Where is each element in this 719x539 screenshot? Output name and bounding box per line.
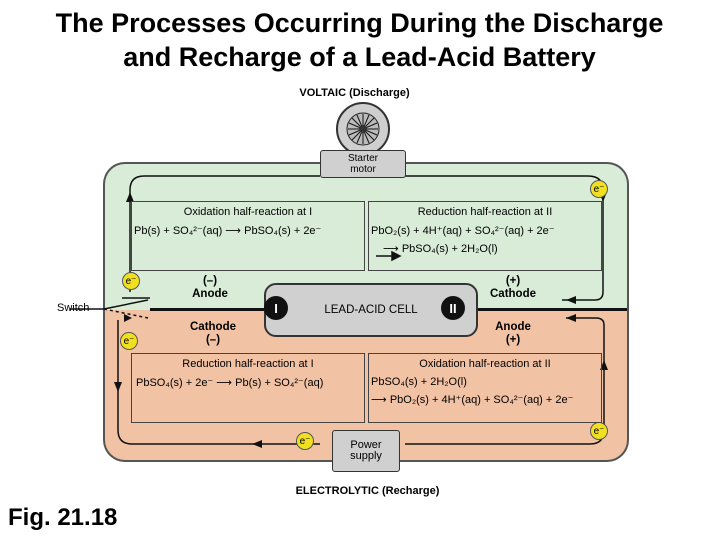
- discharge-oxidation-box: Oxidation half-reaction at I Pb(s) + SO₄…: [131, 201, 365, 271]
- recharge-anode-sign: (+): [505, 334, 521, 346]
- electron-recharge-left: e⁻: [120, 332, 138, 350]
- discharge-reduction-box: Reduction half-reaction at II PbO₂(s) + …: [368, 201, 602, 271]
- recharge-reduction-heading: Reduction half-reaction at I: [182, 358, 314, 370]
- figure-label: Fig. 21.18: [8, 504, 118, 531]
- electron-recharge-right: e⁻: [590, 422, 608, 440]
- recharge-oxidation-box: Oxidation half-reaction at II PbSO₄(s) +…: [368, 353, 602, 423]
- power-supply-line-2: supply: [350, 450, 382, 462]
- recharge-oxidation-equation-1: PbSO₄(s) + 2H₂O(l): [371, 376, 467, 388]
- discharge-cathode-name: Cathode: [490, 288, 536, 300]
- recharge-anode-name: Anode: [495, 321, 531, 333]
- discharge-reduction-equation-2: ⟶ PbSO₄(s) + 2H₂O(l): [383, 243, 498, 255]
- electrode-II: II: [441, 296, 465, 320]
- discharge-cathode-label: (+) Cathode: [478, 275, 548, 301]
- electrolytic-caption: ELECTROLYTIC (Recharge): [295, 485, 440, 497]
- electrode-I: I: [264, 296, 288, 320]
- discharge-oxidation-heading: Oxidation half-reaction at I: [183, 206, 313, 218]
- discharge-anode-name: Anode: [192, 288, 228, 300]
- discharge-anode-label: (–) Anode: [180, 275, 240, 301]
- title-line-2: and Recharge of a Lead-Acid Battery: [123, 42, 596, 72]
- voltaic-caption: VOLTAIC (Discharge): [299, 87, 410, 99]
- recharge-reduction-box: Reduction half-reaction at I PbSO₄(s) + …: [131, 353, 365, 423]
- discharge-reduction-heading: Reduction half-reaction at II: [417, 206, 553, 218]
- power-supply: Power supply: [332, 430, 400, 472]
- recharge-reduction-equation: PbSO₄(s) + 2e⁻ ⟶ Pb(s) + SO₄²⁻(aq): [136, 377, 324, 389]
- recharge-oxidation-heading: Oxidation half-reaction at II: [419, 358, 551, 370]
- power-supply-line-1: Power: [350, 439, 382, 451]
- electron-discharge-right: e⁻: [590, 180, 608, 198]
- recharge-oxidation-equation-2: ⟶ PbO₂(s) + 4H⁺(aq) + SO₄²⁻(aq) + 2e⁻: [371, 394, 574, 406]
- electron-recharge-bottom: e⁻: [296, 432, 314, 450]
- recharge-anode-label: Anode (+): [478, 321, 548, 347]
- discharge-oxidation-equation: Pb(s) + SO₄²⁻(aq) ⟶ PbSO₄(s) + 2e⁻: [134, 225, 322, 237]
- recharge-cathode-label: Cathode (–): [178, 321, 248, 347]
- starter-motor-icon: [336, 102, 390, 156]
- arrow-up-left-discharge: [126, 192, 134, 202]
- discharge-reduction-equation-1: PbO₂(s) + 4H⁺(aq) + SO₄²⁻(aq) + 2e⁻: [371, 225, 555, 237]
- electron-discharge-left: e⁻: [122, 272, 140, 290]
- starter-motor-line-2: motor: [350, 164, 376, 175]
- recharge-cathode-name: Cathode: [190, 321, 236, 333]
- switch-label: Switch: [57, 302, 90, 314]
- lead-acid-cell-label: LEAD-ACID CELL: [324, 304, 418, 316]
- discharge-cathode-sign: (+): [505, 275, 521, 287]
- starter-motor: Starter motor: [320, 150, 406, 178]
- title-line-1: The Processes Occurring During the Disch…: [55, 8, 664, 38]
- starter-motor-line-1: Starter: [347, 153, 378, 164]
- recharge-cathode-sign: (–): [205, 334, 221, 346]
- discharge-anode-sign: (–): [202, 275, 218, 287]
